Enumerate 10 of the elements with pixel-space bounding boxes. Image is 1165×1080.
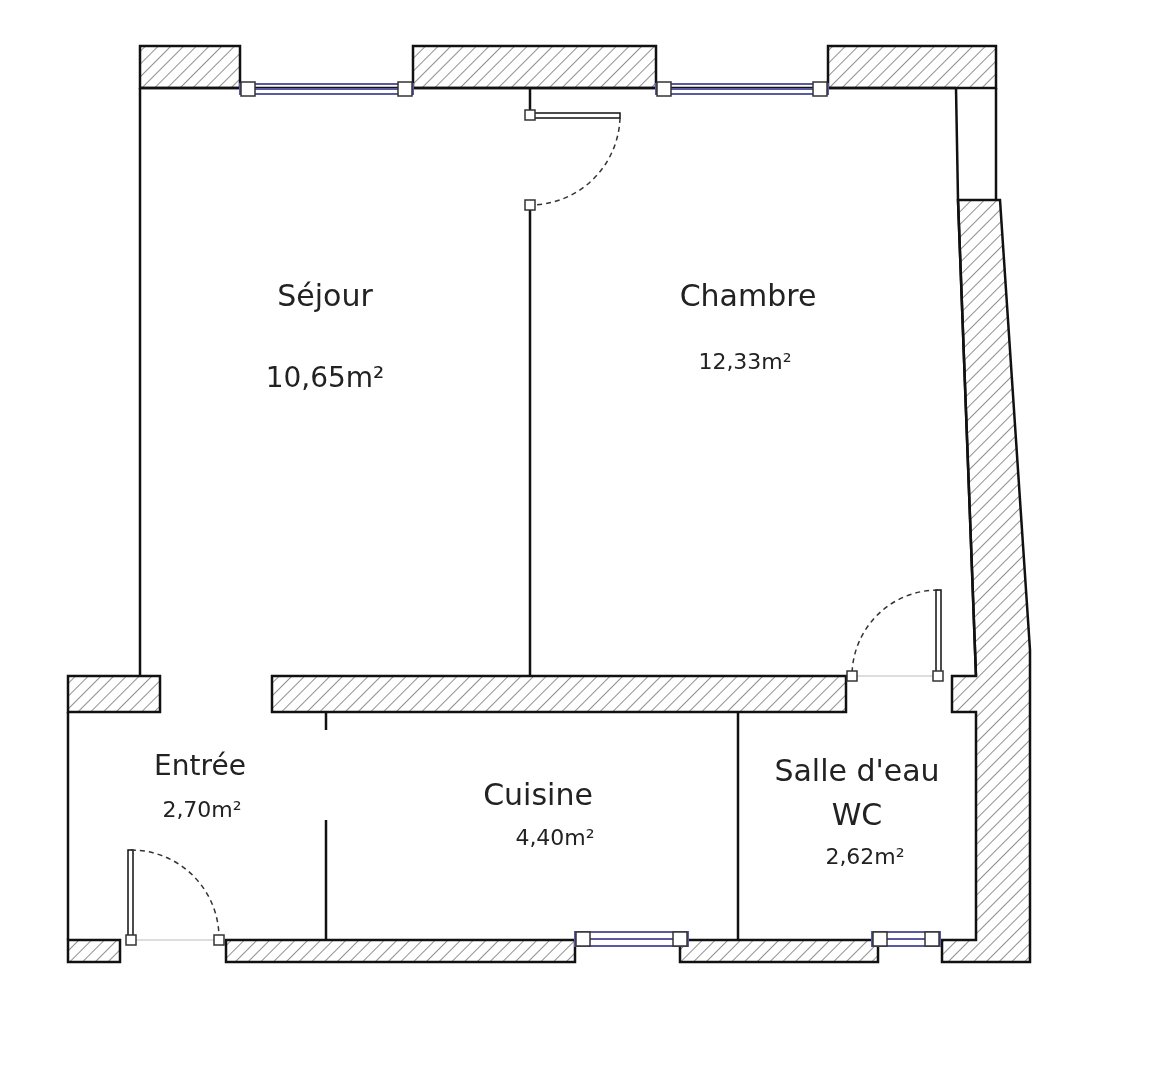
room-name: Cuisine (483, 776, 593, 815)
room-name: Séjour (277, 277, 373, 316)
room-area-label: 2,70m² (162, 796, 242, 825)
room-area-label: 10,65m² (265, 359, 385, 396)
room-area-label: 12,33m² (698, 348, 792, 377)
room-name: Entrée (154, 747, 246, 784)
room-area-label: 2,62m² (825, 843, 905, 872)
room-area-label: 4,40m² (515, 824, 595, 853)
room-name: Salle d'eau WC (773, 751, 941, 833)
room-name: Chambre (679, 277, 817, 316)
